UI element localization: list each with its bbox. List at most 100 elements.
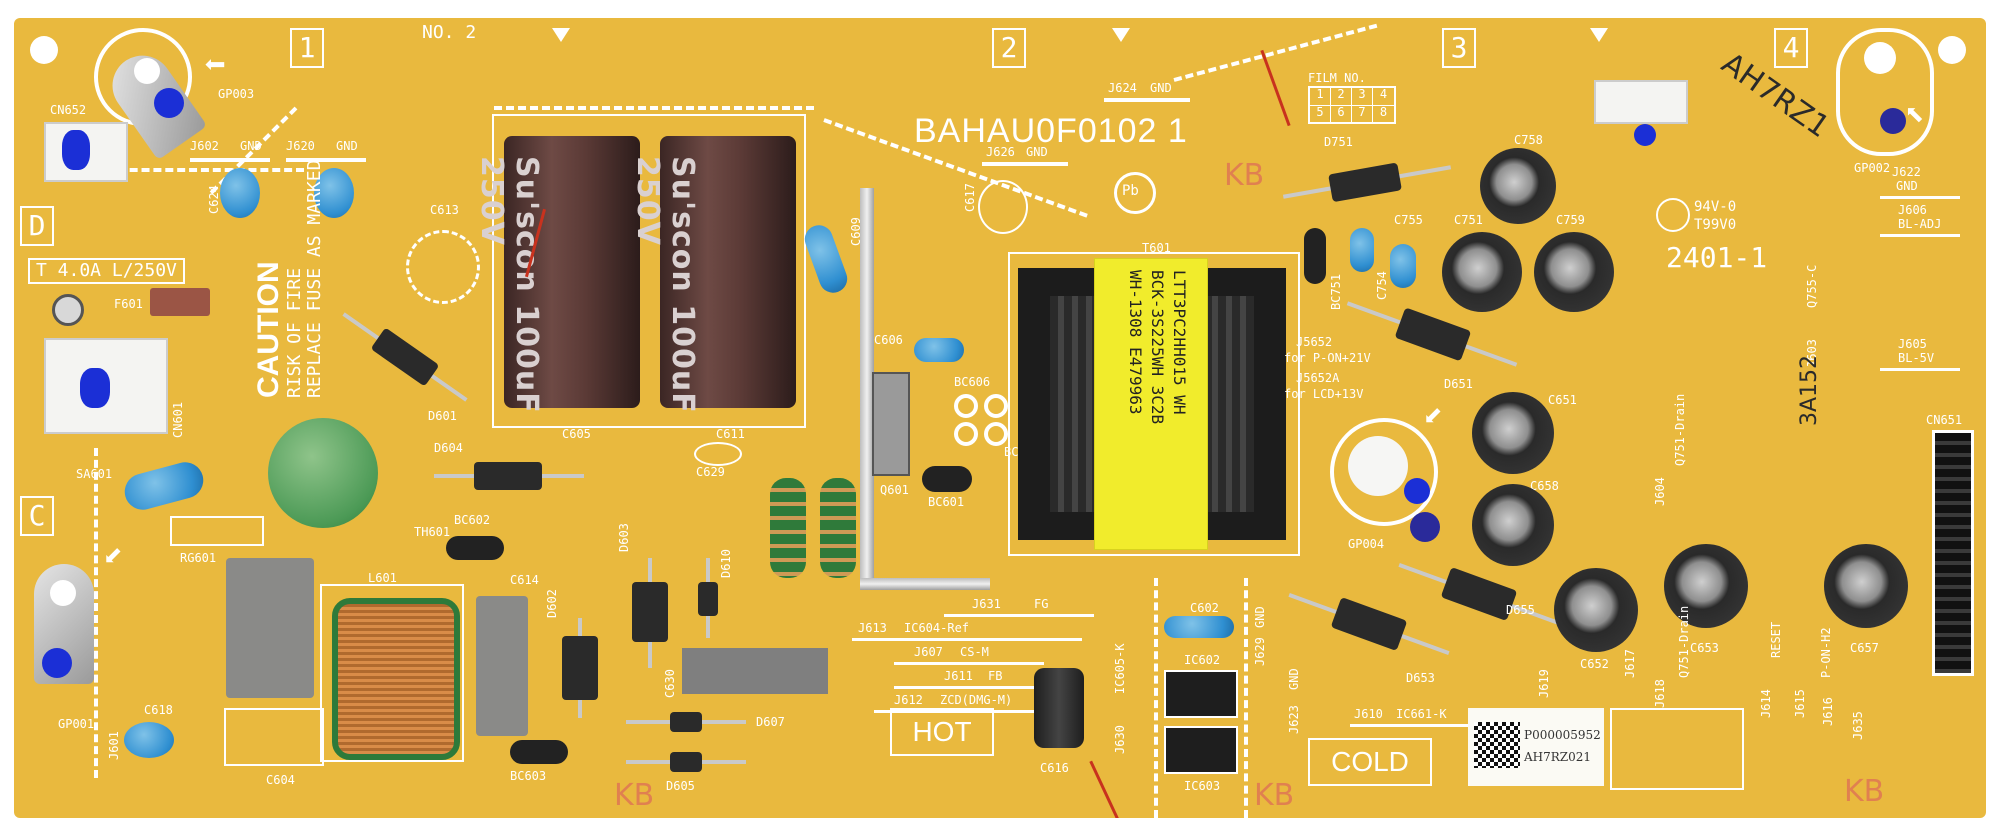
lead-free-label: Pb — [1122, 183, 1139, 199]
label-c604: C604 — [266, 773, 295, 787]
label-c653: C653 — [1690, 641, 1719, 655]
label-j606: J606 — [1898, 203, 1927, 217]
ceramic-capacitor-c754 — [1350, 228, 1374, 272]
ferrite-bead-bc751 — [1304, 228, 1326, 284]
isolation-outline — [94, 448, 98, 778]
label-cs-m: CS-M — [960, 645, 989, 659]
surge-absorber-sa601 — [120, 458, 208, 514]
marker-kb: KB — [1254, 778, 1295, 813]
component-block-c630 — [682, 648, 828, 694]
film-number-label: FILM NO. — [1308, 71, 1366, 85]
diode-body — [1328, 162, 1402, 203]
label-bc751: BC751 — [1329, 273, 1343, 310]
arrow-down-left-icon: ⬋ — [104, 535, 125, 575]
film-cell: 5 — [1310, 105, 1331, 122]
label-ic604-ref: IC604-Ref — [904, 621, 970, 635]
transformer-line-2: BCK-3S225WH 3C2B — [1148, 270, 1167, 425]
label-j624: J624 — [1108, 81, 1137, 95]
label-c605: C605 — [562, 427, 591, 441]
isolation-outline — [494, 106, 814, 110]
common-mode-choke-l601 — [332, 598, 460, 760]
ul-code: T99V0 — [1694, 217, 1737, 233]
ceramic-capacitor-c602 — [1164, 616, 1234, 638]
label-cn652: CN652 — [50, 103, 87, 117]
capacitor-value: 100uF — [665, 304, 700, 414]
ul-rating: 94V-0 — [1694, 199, 1737, 215]
label-c759: C759 — [1556, 213, 1585, 227]
ferrite-bead-bc601 — [922, 466, 972, 492]
marker-kb: KB — [1224, 158, 1265, 193]
film-cell: 6 — [1331, 105, 1352, 122]
fuse-rating: T 4.0A L/250V — [28, 258, 185, 284]
ground-tab-hole — [50, 580, 76, 606]
arrow-up-left-icon: ⬉ — [1904, 95, 1925, 135]
label-c754: C754 — [1375, 271, 1389, 300]
capacitor-outline-c617 — [978, 180, 1028, 234]
label-bl-adj: BL-ADJ — [1898, 217, 1942, 231]
lead-free-icon — [1114, 172, 1156, 214]
optocoupler-ic603 — [1164, 726, 1238, 774]
ceramic-capacitor-c606 — [914, 338, 964, 362]
label-j607: J607 — [914, 645, 943, 659]
capacitor-value: 100uF — [509, 304, 544, 414]
label-fb: FB — [988, 669, 1003, 683]
diode-body — [474, 462, 542, 490]
label-ic603: IC603 — [1184, 779, 1221, 793]
jumper-wire — [190, 158, 270, 162]
glue-dot — [154, 88, 184, 118]
sticker-line-2: AH7RZ021 — [1524, 750, 1592, 764]
label-d751: D751 — [1324, 135, 1353, 149]
electrolytic-capacitor-c759 — [1534, 232, 1614, 312]
jumper-wire — [852, 638, 1082, 641]
label-j630: J630 — [1113, 725, 1127, 754]
diode-d607 — [626, 712, 746, 732]
ul-logo-icon — [1656, 198, 1690, 232]
label-c658: C658 — [1530, 479, 1559, 493]
label-c755: C755 — [1394, 213, 1423, 227]
cold-zone-label: COLD — [1308, 738, 1432, 786]
label-q755c: Q755-C — [1805, 264, 1819, 308]
label-c657: C657 — [1850, 641, 1879, 655]
label-c602: C602 — [1190, 601, 1219, 615]
jumper-wire — [894, 662, 1044, 665]
electrolytic-capacitor-c657 — [1824, 544, 1908, 628]
label-rg601: RG601 — [180, 551, 217, 565]
bulk-capacitor-2: Su'scon 100uF 250V — [630, 136, 796, 414]
heatsink-base — [860, 578, 990, 590]
electrolytic-capacitor-c616 — [1034, 668, 1084, 748]
label-j610: J610 — [1354, 707, 1383, 721]
label-c606: C606 — [874, 333, 903, 347]
triangle-marker-icon — [1112, 28, 1130, 42]
ceramic-capacitor-c624 — [220, 168, 260, 218]
line-filter-block — [226, 558, 314, 698]
diode-d601 — [336, 303, 474, 410]
label-j615: J615 — [1793, 689, 1807, 718]
label-c630: C630 — [663, 669, 677, 698]
film-cell: 4 — [1373, 88, 1394, 106]
qr-label-sticker: P000005952 AH7RZ021 — [1468, 708, 1604, 786]
sticker-line-1: P000005952 — [1524, 728, 1601, 742]
diode-d604 — [434, 462, 584, 490]
board-stamp: 3A152 — [1797, 354, 1823, 427]
film-cell: 1 — [1310, 88, 1331, 106]
zone-marker-3: 3 — [1442, 28, 1476, 68]
label-ic661k: IC661-K — [1396, 707, 1447, 721]
label-gnd: GND — [1253, 606, 1267, 628]
label-j601: J601 — [107, 731, 121, 760]
capacitor-voltage: 250V — [630, 156, 665, 246]
marker-kb: KB — [614, 778, 655, 813]
label-j602: J602 — [190, 139, 219, 153]
diode-body — [698, 582, 718, 616]
inductor — [820, 478, 856, 578]
ceramic-capacitor-c618 — [124, 722, 174, 758]
label-j631: J631 — [972, 597, 1001, 611]
mounting-hole — [1938, 36, 1966, 64]
inductor — [770, 478, 806, 578]
label-pon21: for P-ON+21V — [1284, 351, 1371, 365]
glue-dot — [1634, 124, 1656, 146]
caution-title: CAUTION — [252, 261, 285, 398]
caution-line-1: RISK OF FIRE — [284, 267, 305, 398]
film-cell: 8 — [1379, 104, 1388, 119]
diode-body — [1394, 307, 1472, 362]
marker-line — [1260, 49, 1291, 127]
